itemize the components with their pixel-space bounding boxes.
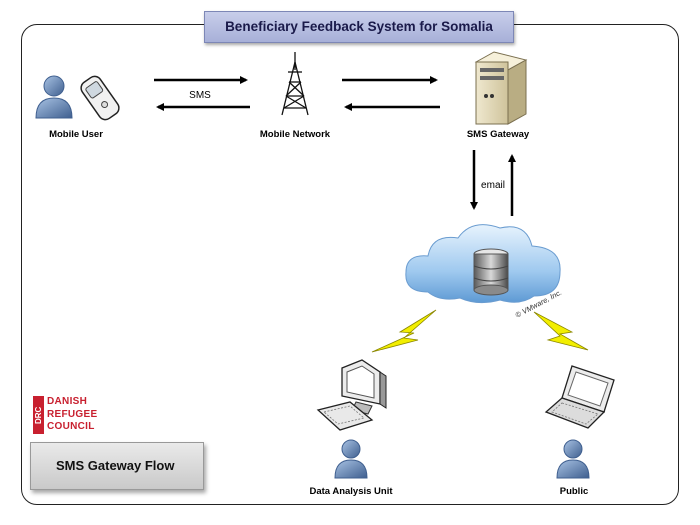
sms-gateway-server-icon: [474, 51, 528, 125]
mobile-network-label: Mobile Network: [260, 129, 331, 140]
data-analysis-person-icon: [334, 439, 368, 479]
lightning-left-icon: [371, 309, 437, 353]
sms-edge-label: SMS: [189, 90, 211, 101]
drc-logo-line-1: DANISH: [47, 396, 88, 407]
mobile-network-tower-icon: [281, 52, 309, 116]
drc-logo-line-2: REFUGEE: [47, 408, 98, 420]
drc-logo-mark: DRC: [33, 396, 44, 434]
email-edge-label: email: [481, 180, 505, 191]
diagram-title: Beneficiary Feedback System for Somalia: [204, 11, 514, 43]
public-label: Public: [560, 486, 589, 497]
cloud-database-icon: [405, 224, 561, 304]
public-person-icon: [556, 439, 590, 479]
mobile-user-label: Mobile User: [49, 129, 103, 140]
drc-logo-text: DANISH REFUGEE COUNCIL: [47, 396, 97, 434]
drc-logo-line-3: COUNCIL: [47, 421, 95, 432]
caption-box: SMS Gateway Flow: [30, 442, 204, 490]
data-analysis-unit-label: Data Analysis Unit: [309, 486, 393, 497]
laptop-icon: [544, 365, 615, 429]
mobile-user-person-icon: [35, 75, 73, 119]
lightning-right-icon: [533, 311, 589, 351]
desktop-computer-icon: [316, 359, 387, 431]
mobile-phone-icon: [80, 75, 120, 121]
sms-gateway-label: SMS Gateway: [467, 129, 530, 140]
